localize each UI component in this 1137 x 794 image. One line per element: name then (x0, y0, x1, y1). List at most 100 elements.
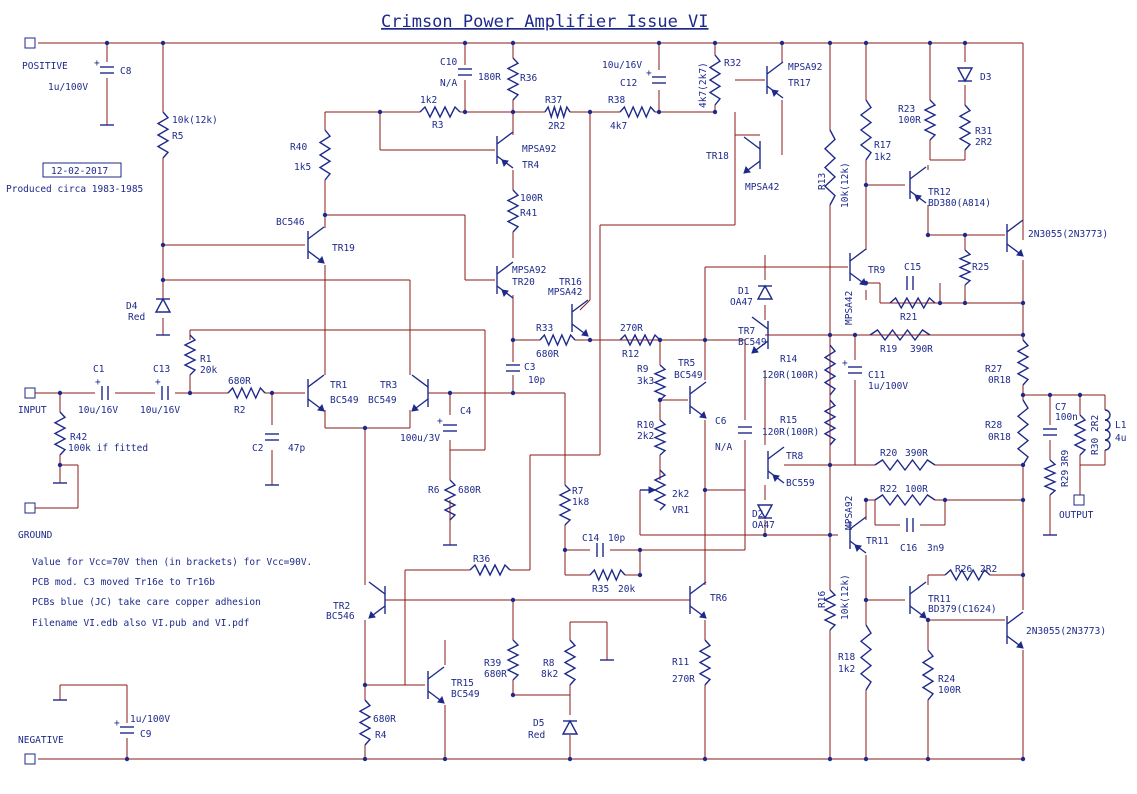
r14-label: R14 (780, 354, 797, 365)
junction-dot (702, 487, 708, 493)
tr5-type: BC549 (674, 370, 703, 381)
tr11a-type: MPSA92 (844, 496, 855, 530)
junction-dot (322, 212, 328, 218)
r24-value: 100R (938, 685, 961, 696)
d1-label: D1 (738, 286, 750, 297)
c16-label: C16 (900, 543, 917, 554)
junction-dot (1020, 332, 1026, 338)
tr16-type: MPSA42 (548, 287, 582, 298)
vr1-symbol (640, 486, 657, 494)
r4-label: R4 (375, 730, 387, 741)
r39-symbol (506, 639, 520, 681)
junction-dot (510, 337, 516, 343)
c1-value: 10u/16V (78, 405, 118, 416)
junction-dot (104, 40, 110, 46)
r40-symbol (318, 129, 332, 181)
tr19-label: TR19 (332, 243, 355, 254)
r10-label: R10 (637, 420, 654, 431)
svg-text:+: + (94, 58, 100, 69)
r20-label: R20 (880, 448, 897, 459)
c13-symbol: + (155, 377, 169, 400)
tr12-label: TR12 (928, 187, 951, 198)
junction-dot (863, 597, 869, 603)
r23-label: R23 (898, 104, 915, 115)
r39-value: 680R (484, 669, 507, 680)
r26-label: R26 (955, 564, 972, 575)
tr17-symbol (766, 61, 784, 99)
tr18-label: TR18 (706, 151, 729, 162)
junction-dot (377, 109, 383, 115)
r8-symbol (563, 639, 577, 686)
r6-symbol (443, 479, 457, 521)
r12-value: 270R (620, 323, 643, 334)
r5-value: 10k(12k) (172, 115, 218, 126)
input-label: INPUT (18, 405, 47, 416)
junction-dot (657, 397, 663, 403)
tr12-type: BD380(A814) (928, 198, 991, 209)
c13-value: 10u/16V (140, 405, 180, 416)
junction-dot (587, 337, 593, 343)
r22-label: R22 (880, 484, 897, 495)
tr8-label: TR8 (786, 451, 803, 462)
d4-led-symbol (154, 297, 172, 313)
r1-symbol (183, 334, 197, 376)
tr16-label: TR16 (559, 277, 582, 288)
c12-value: 10u/16V (602, 60, 642, 71)
tr20-label: TR20 (512, 277, 535, 288)
r19-value: 390R (910, 344, 933, 355)
r36a-value: 180R (478, 72, 501, 83)
c3-label: C3 (524, 362, 535, 373)
r10-symbol (653, 419, 667, 456)
tr19-type: BC546 (276, 217, 305, 228)
tr15-type: BC549 (451, 689, 480, 700)
r24-label: R24 (938, 674, 955, 685)
r29-symbol (1043, 459, 1057, 496)
input-terminal[interactable] (24, 387, 36, 399)
r20-value: 390R (905, 448, 928, 459)
r31-label: R31 (975, 126, 992, 137)
tr17-label: TR17 (788, 78, 811, 89)
junction-dot (510, 109, 516, 115)
c14-symbol (596, 543, 604, 557)
c4-symbol: + (437, 416, 457, 432)
svg-text:+: + (114, 718, 120, 729)
positive-rail (38, 42, 1024, 240)
r3-symbol (419, 105, 461, 119)
c15-symbol (906, 276, 914, 290)
r6-label: R6 (428, 485, 440, 496)
c7-value: 100n (1055, 412, 1078, 423)
junction-dot (57, 462, 63, 468)
junction-dot (702, 756, 708, 762)
junction-dot (124, 756, 130, 762)
junction-dot (942, 497, 948, 503)
junction-dot (827, 532, 833, 538)
r7-symbol (558, 484, 572, 526)
junction-dot (925, 232, 931, 238)
junction-dot (1020, 497, 1026, 503)
r32-value: 4k7(2k7) (698, 62, 709, 108)
output-terminal[interactable] (1073, 494, 1085, 506)
r3-value: 1k2 (420, 95, 437, 106)
tr16-symbol (571, 299, 589, 337)
c11-symbol: + (842, 358, 862, 374)
r38-symbol (619, 105, 656, 119)
junction-dot (362, 425, 368, 431)
r2-value: 680R (228, 376, 251, 387)
junction-dot (160, 242, 166, 248)
junction-dot (863, 182, 869, 188)
positive-terminal[interactable] (24, 37, 36, 49)
r7-value: 1k8 (572, 497, 589, 508)
r37-value: 2R2 (548, 121, 565, 132)
r39-label: R39 (484, 658, 501, 669)
junction-dot (937, 300, 943, 306)
r9-value: 3k3 (637, 376, 654, 387)
r19-symbol (869, 328, 931, 342)
junction-dot (562, 547, 568, 553)
ground-terminal[interactable] (24, 502, 36, 514)
negative-terminal[interactable] (24, 753, 36, 765)
c1-label: C1 (93, 364, 105, 375)
tr5-label: TR5 (678, 358, 695, 369)
r27-value: 0R18 (988, 375, 1011, 386)
c12-label: C12 (620, 78, 637, 89)
tr3-symbol (411, 374, 429, 412)
